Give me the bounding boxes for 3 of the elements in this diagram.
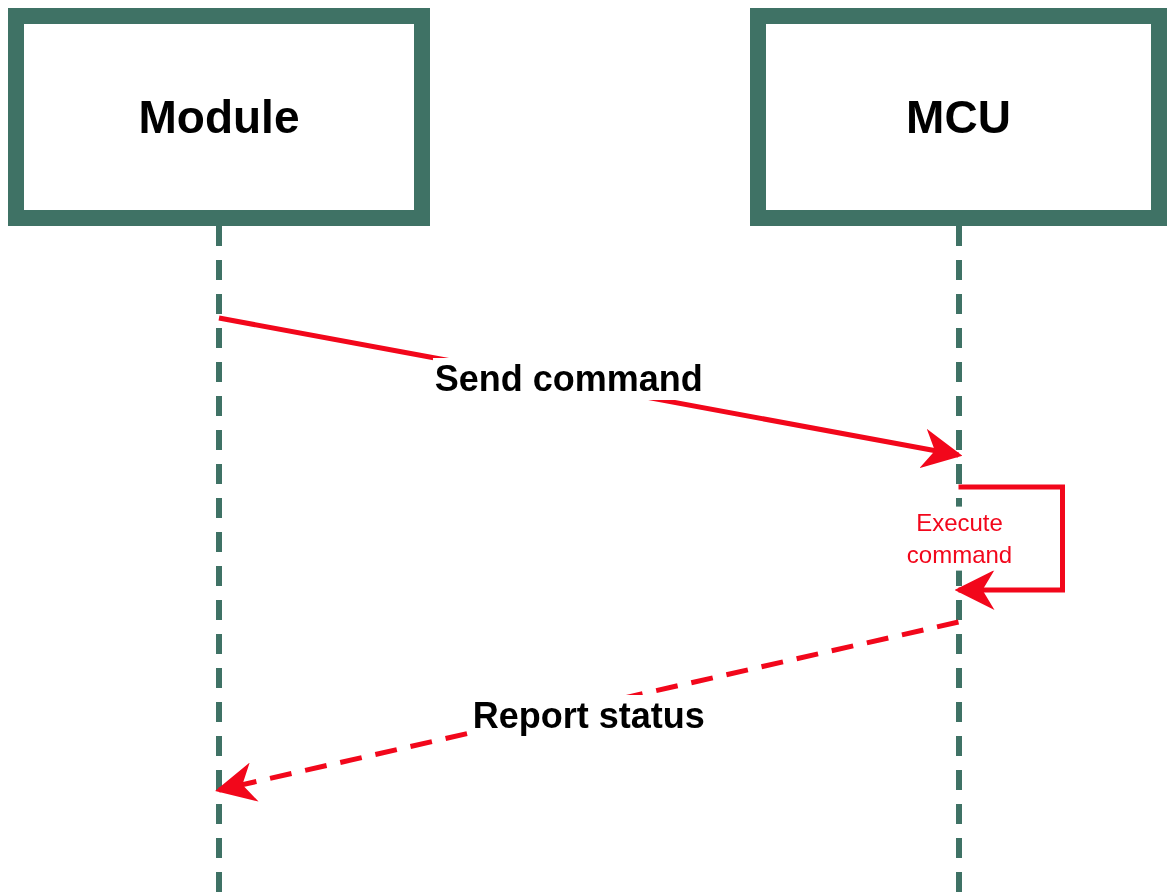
participant-name: MCU [906,90,1011,144]
participant-name: Module [138,90,300,144]
self-message-arrow [954,484,1065,610]
